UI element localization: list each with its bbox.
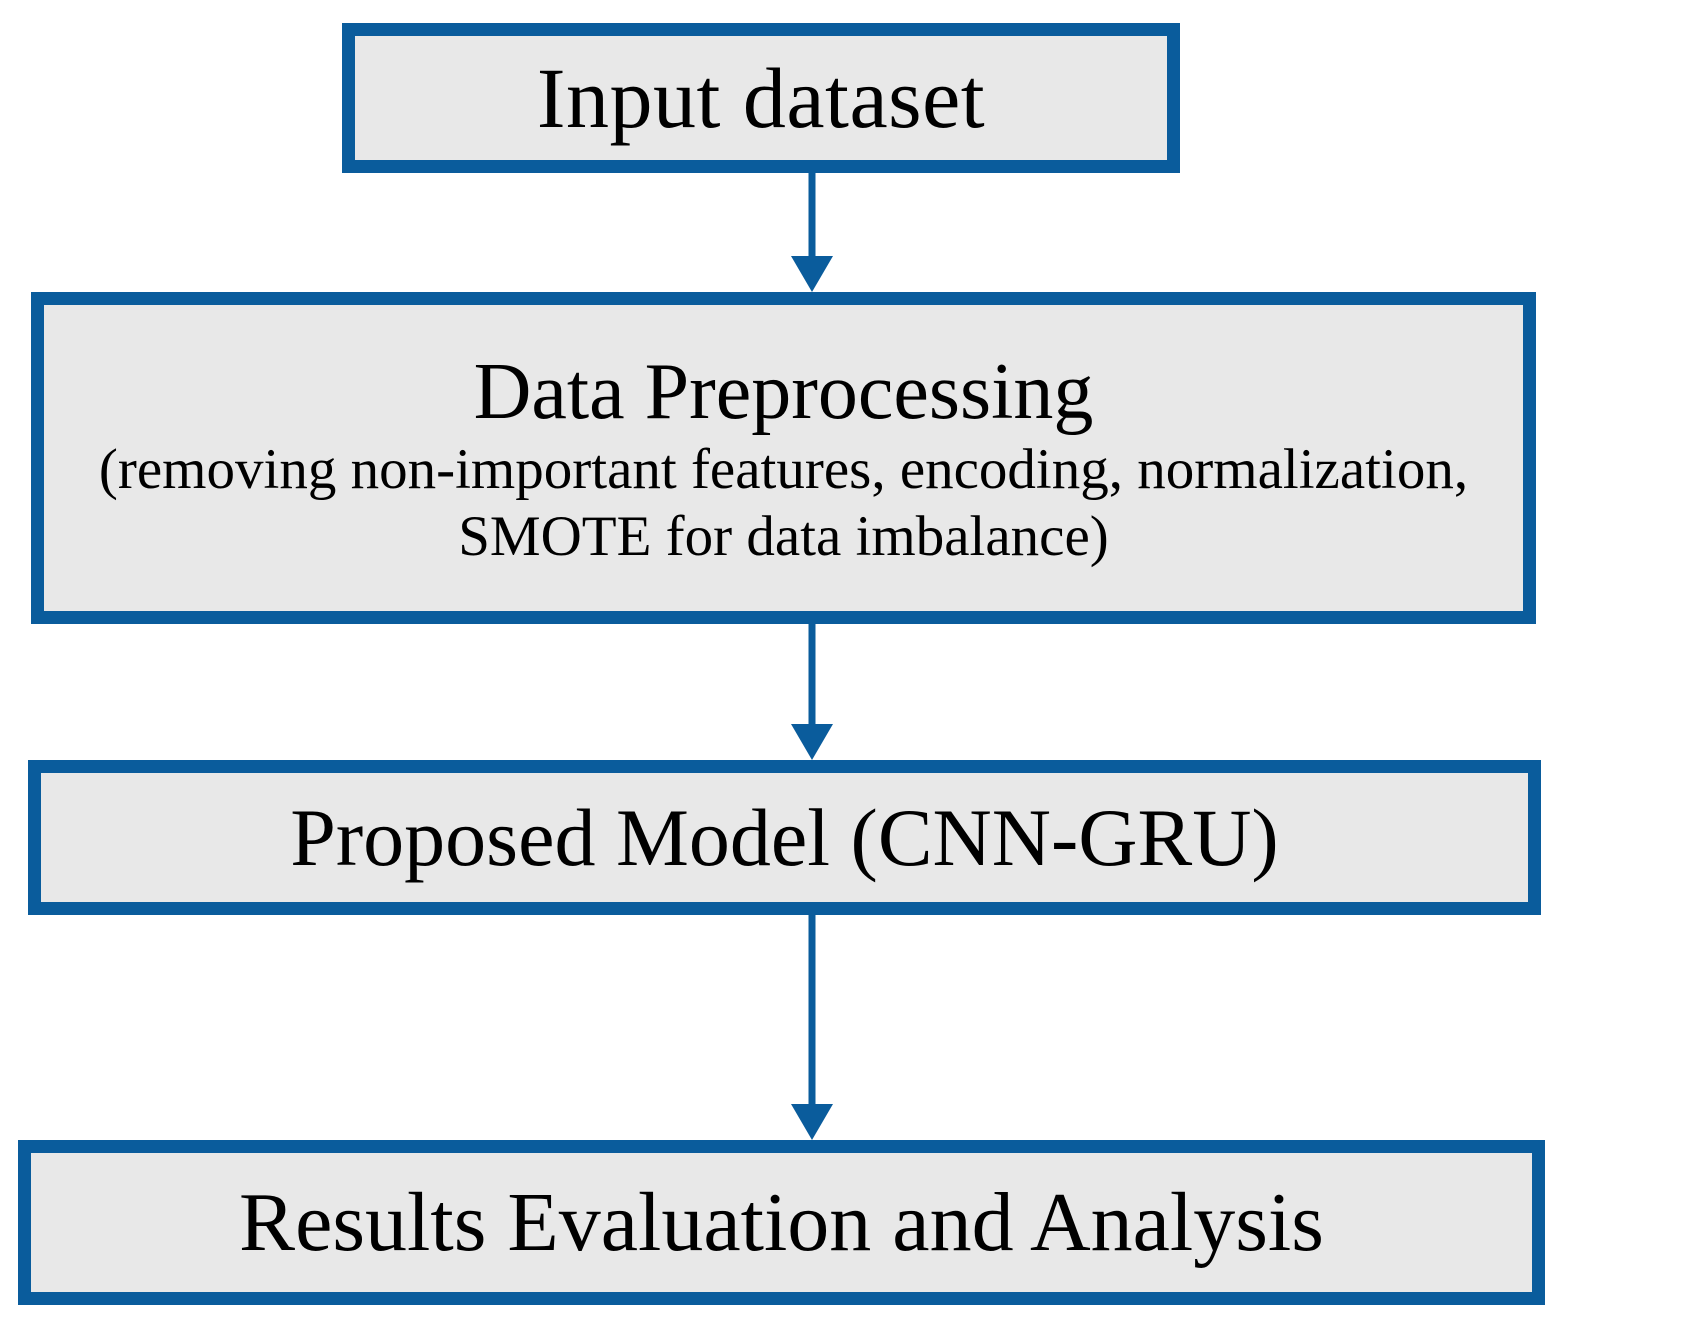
flowchart-node-results-evaluation: Results Evaluation and Analysis (18, 1140, 1545, 1305)
node-title-results-evaluation: Results Evaluation and Analysis (239, 1175, 1324, 1269)
node-title-input-dataset: Input dataset (536, 50, 986, 146)
flowchart-node-input-dataset: Input dataset (342, 23, 1180, 173)
flowchart-node-proposed-model: Proposed Model (CNN-GRU) (28, 760, 1541, 915)
node-title-proposed-model: Proposed Model (CNN-GRU) (290, 791, 1279, 883)
node-title-data-preprocessing: Data Preprocessing (473, 347, 1094, 436)
node-subtitle-data-preprocessing: (removing non-important features, encodi… (98, 437, 1469, 568)
flowchart-node-data-preprocessing: Data Preprocessing (removing non-importa… (31, 292, 1536, 624)
